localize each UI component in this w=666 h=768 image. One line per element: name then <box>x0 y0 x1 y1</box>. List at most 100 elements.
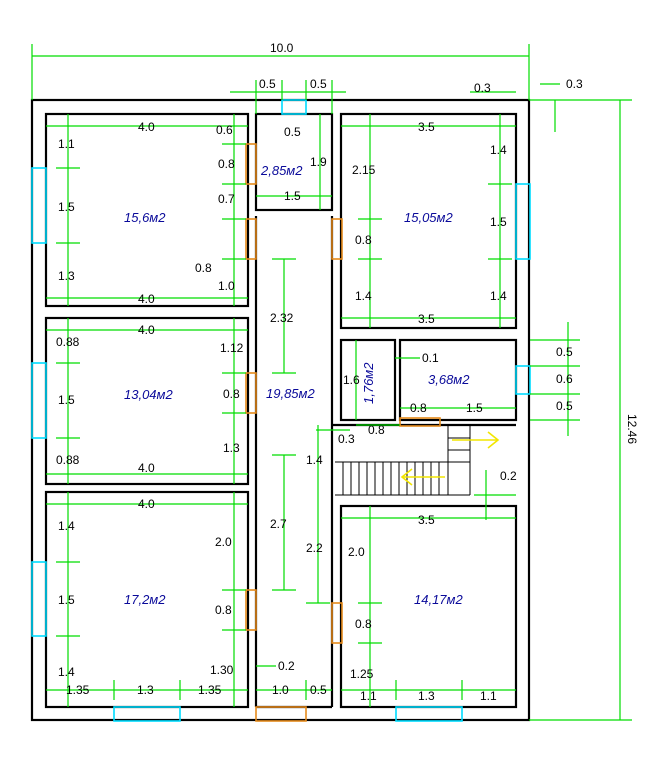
stair-up-arrow-icon <box>452 431 500 449</box>
window-bottom-left-floor <box>113 706 181 722</box>
doors <box>245 143 441 722</box>
dim-label: 1.1 <box>480 689 497 703</box>
dim-label: 0.8 <box>223 387 240 401</box>
area-label-room-bottom-right: 14,17м2 <box>414 592 463 607</box>
dim-label: 0.8 <box>368 423 385 437</box>
dim-label: 0.8 <box>195 261 212 275</box>
dim-label: 0.5 <box>310 77 327 91</box>
window-top-left <box>31 167 47 244</box>
window-bottom-left <box>31 561 47 637</box>
dim-label: 4.0 <box>138 292 155 306</box>
dim-label: 0.3 <box>566 77 583 91</box>
door-bottom-right <box>331 602 343 644</box>
dim-label: 1.4 <box>355 289 372 303</box>
dim-label: 0.1 <box>422 351 439 365</box>
dim-label: 3.5 <box>418 513 435 527</box>
area-labels: 15,6м2 2,85м2 15,05м2 13,04м2 19,85м2 1,… <box>124 163 470 607</box>
dim-label: 1.5 <box>466 401 483 415</box>
dim-label: 0.6 <box>556 372 573 386</box>
dim-label: 1.0 <box>272 683 289 697</box>
dim-label: 1.25 <box>350 667 374 681</box>
dim-label: 1.12 <box>220 341 244 355</box>
staircase <box>335 425 471 496</box>
dim-label: 1.5 <box>284 189 301 203</box>
dim-label: 2.2 <box>306 541 323 555</box>
dim-label: 1.1 <box>58 137 75 151</box>
door-top-right <box>331 218 343 260</box>
dim-label: 4.0 <box>138 120 155 134</box>
outer-wall <box>30 98 531 722</box>
dim-label: 1.0 <box>218 279 235 293</box>
dim-label: 1.35 <box>66 683 90 697</box>
dim-label: 10.0 <box>270 41 294 55</box>
dim-label: 0.6 <box>216 123 233 137</box>
dim-label: 0.3 <box>338 432 355 446</box>
dim-label: 1.30 <box>210 663 234 677</box>
dim-label: 0.5 <box>310 683 327 697</box>
dim-label: 1.5 <box>58 593 75 607</box>
dim-label: 0.3 <box>474 81 491 95</box>
dim-label: 2.0 <box>215 535 232 549</box>
dim-label: 1.3 <box>58 269 75 283</box>
room-mid-small-wall <box>339 338 397 422</box>
dim-label: 1.5 <box>490 215 507 229</box>
door-mid-right <box>399 417 441 427</box>
dimension-labels: 10.0 0.5 0.5 0.3 0.3 12.46 4.0 0.6 1.1 1… <box>56 41 639 703</box>
area-label-room-top-left: 15,6м2 <box>124 210 166 225</box>
dim-label: 4.0 <box>138 461 155 475</box>
area-label-room-mid-right: 3,68м2 <box>428 372 470 387</box>
door-top-left <box>245 143 257 185</box>
dim-label: 0.5 <box>556 345 573 359</box>
window-mid-right <box>515 365 531 395</box>
dim-label: 0.8 <box>215 603 232 617</box>
area-label-hall: 19,85м2 <box>266 386 315 401</box>
dim-label: 0.8 <box>355 617 372 631</box>
window-mid-left <box>31 362 47 439</box>
area-label-room-mid-left: 13,04м2 <box>124 387 173 402</box>
dim-label: 1.4 <box>58 665 75 679</box>
dim-label: 2.15 <box>352 163 376 177</box>
dim-label: 0.88 <box>56 453 80 467</box>
dim-label: 0.8 <box>218 157 235 171</box>
area-label-room-mid-small: 1,76м2 <box>361 362 376 404</box>
dim-label: 1.5 <box>58 393 75 407</box>
window-top-right <box>515 183 531 260</box>
dim-label: 0.88 <box>56 335 80 349</box>
dim-label: 12.46 <box>625 414 639 444</box>
dimension-lines <box>31 44 632 721</box>
door-mid-left <box>245 372 257 414</box>
dim-label: 0.5 <box>284 125 301 139</box>
dim-label: 0.7 <box>218 192 235 206</box>
dim-label: 1.9 <box>310 155 327 169</box>
dim-label: 1.3 <box>418 689 435 703</box>
dim-label: 0.5 <box>259 77 276 91</box>
dim-label: 2.7 <box>270 517 287 531</box>
dim-label: 0.2 <box>278 659 295 673</box>
dim-label: 1.4 <box>306 453 323 467</box>
dim-label: 1.6 <box>343 373 360 387</box>
dim-label: 1.4 <box>490 143 507 157</box>
area-label-room-top-right: 15,05м2 <box>404 210 453 225</box>
stair-arrows <box>400 431 500 486</box>
dim-label: 1.4 <box>490 289 507 303</box>
area-label-room-bottom-left: 17,2м2 <box>124 592 166 607</box>
dim-label: 1.5 <box>58 200 75 214</box>
dim-label: 1.3 <box>137 683 154 697</box>
dim-label: 0.8 <box>355 233 372 247</box>
dim-label: 3.5 <box>418 120 435 134</box>
dim-label: 4.0 <box>138 323 155 337</box>
dim-label: 0.2 <box>500 469 517 483</box>
dim-label: 0.8 <box>410 401 427 415</box>
dim-label: 3.5 <box>418 312 435 326</box>
windows <box>31 99 531 722</box>
door-entrance <box>255 706 307 722</box>
dim-label: 1.1 <box>360 689 377 703</box>
walls <box>30 98 531 722</box>
dim-label: 2.0 <box>348 545 365 559</box>
door-bottom-left <box>245 589 257 631</box>
dim-label: 1.3 <box>223 441 240 455</box>
stair-down-arrow-icon <box>400 468 445 486</box>
window-top-small <box>281 99 307 115</box>
door-top-left-2 <box>245 218 257 260</box>
